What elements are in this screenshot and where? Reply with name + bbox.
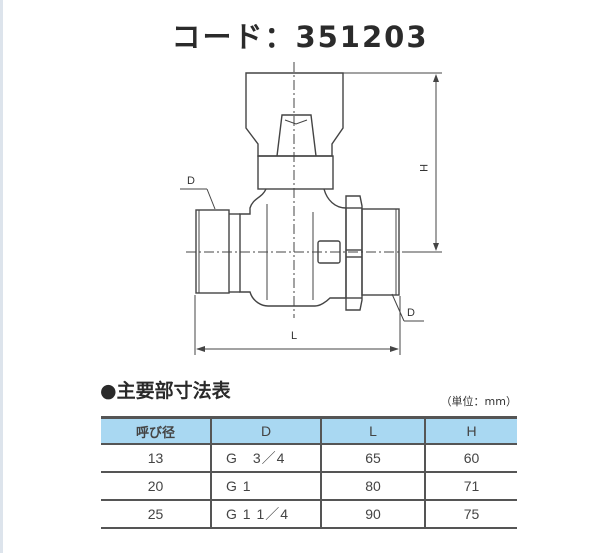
header-nominal-size: 呼び径: [101, 416, 211, 445]
unit-note: （単位：mm）: [440, 395, 517, 408]
header-l: L: [320, 416, 425, 445]
cell-h: 75: [424, 500, 517, 529]
cell-l: 80: [320, 472, 425, 501]
cell-nominal-size: 25: [101, 500, 211, 529]
header-d: D: [210, 416, 321, 445]
table-row: 13 G 3／4 65 60: [101, 444, 517, 473]
cell-d: G 3／4: [210, 444, 321, 473]
product-code-title: コード：351203: [171, 20, 429, 54]
dimension-table: 呼び径 D L H 13 G 3／4 65 60 20 G 1 80 71 25…: [101, 416, 517, 529]
diameter-label-left: D: [187, 175, 195, 187]
page-left-border: [0, 0, 3, 553]
bullet-icon: ●: [100, 380, 117, 402]
cell-h: 60: [424, 444, 517, 473]
cell-nominal-size: 13: [101, 444, 211, 473]
cell-nominal-size: 20: [101, 472, 211, 501]
header-h: H: [424, 416, 517, 445]
diameter-label-right: D: [407, 307, 415, 319]
valve-technical-drawing: H L D D: [180, 62, 442, 355]
height-label: H: [417, 164, 429, 172]
length-label: L: [291, 330, 297, 342]
cell-l: 90: [320, 500, 425, 529]
cell-h: 71: [424, 472, 517, 501]
cell-d: G 1: [210, 472, 321, 501]
cell-d: G 1 1／4: [210, 500, 321, 529]
dimension-table-heading: ●主要部寸法表: [100, 376, 231, 403]
table-row: 25 G 1 1／4 90 75: [101, 500, 517, 529]
cell-l: 65: [320, 444, 425, 473]
table-header-row: 呼び径 D L H: [101, 416, 517, 445]
table-row: 20 G 1 80 71: [101, 472, 517, 501]
section-title-text: 主要部寸法表: [116, 380, 231, 402]
